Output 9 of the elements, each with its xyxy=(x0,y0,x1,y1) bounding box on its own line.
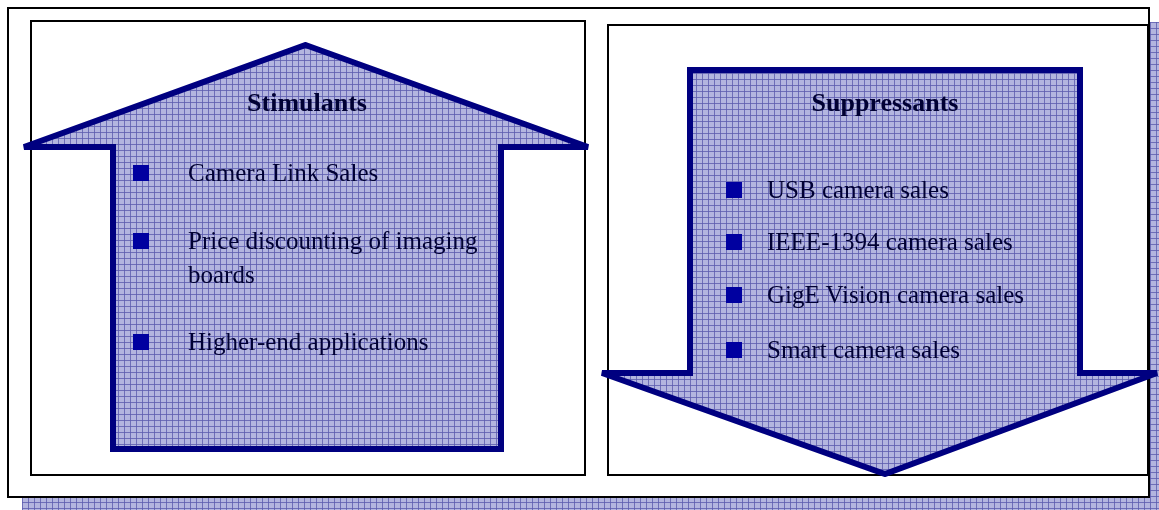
arrow-heading: Suppressants xyxy=(811,88,959,118)
list-item: Camera Link Sales xyxy=(188,158,380,188)
arrow-heading: Stimulants xyxy=(247,88,367,118)
list-item: GigE Vision camera sales xyxy=(767,280,1025,310)
list-item: Smart camera sales xyxy=(767,335,961,365)
list-item: USB camera sales xyxy=(767,175,950,205)
list-item: IEEE-1394 camera sales xyxy=(767,227,1014,257)
list-item: Higher-end applications xyxy=(188,327,430,357)
list-item: Price discounting of imaging boards xyxy=(188,226,479,290)
